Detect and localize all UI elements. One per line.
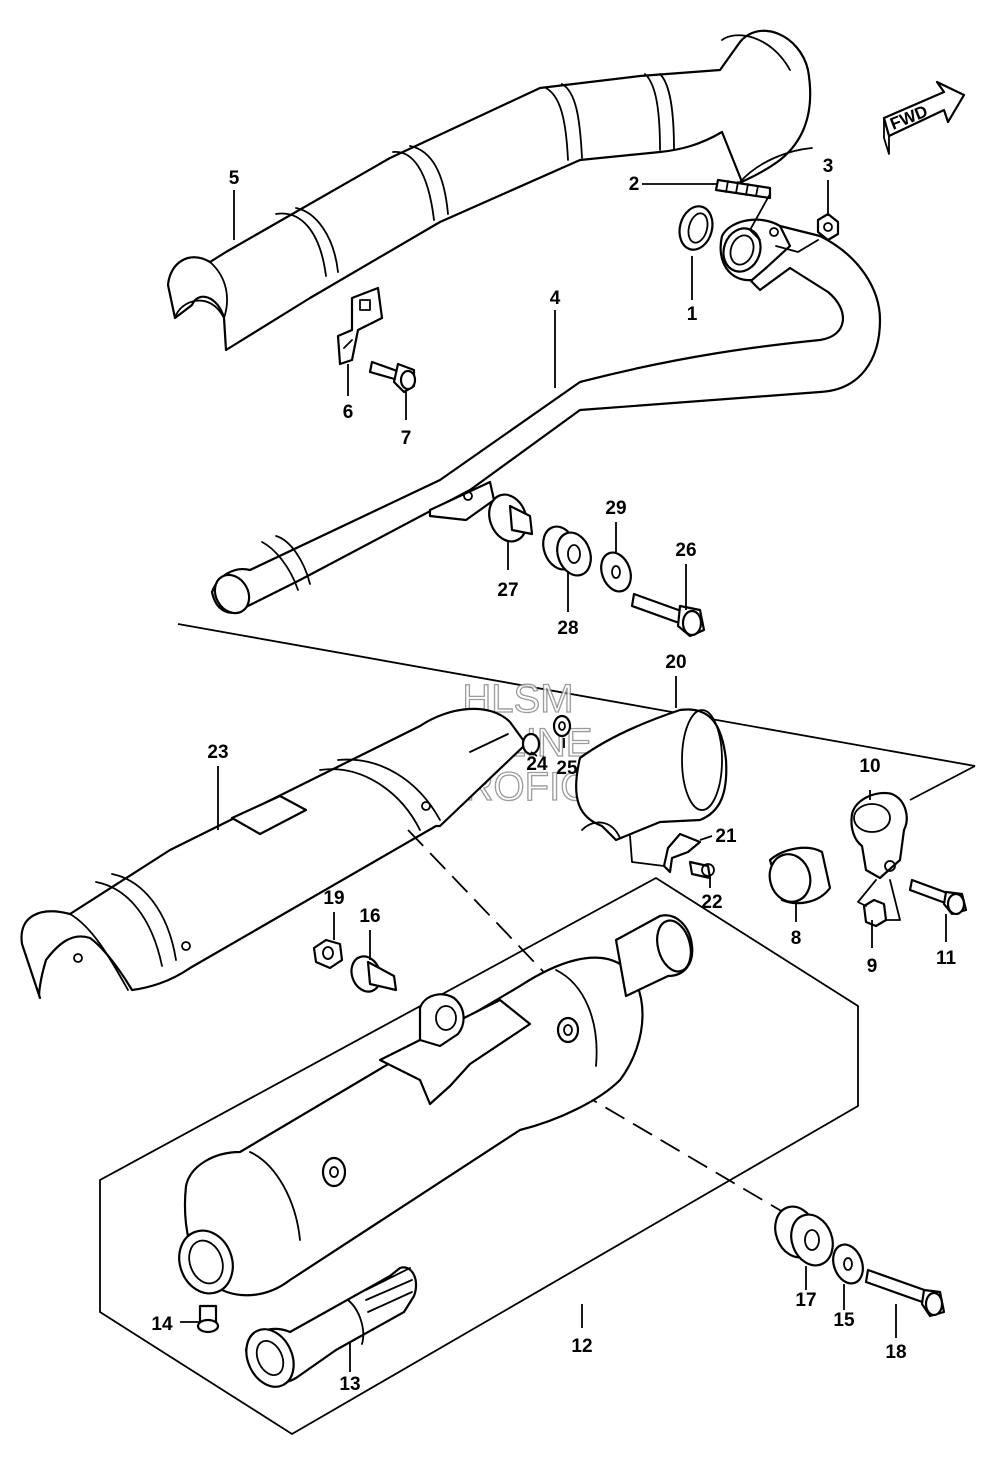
callout-14: 14	[151, 1314, 173, 1335]
callout-8: 8	[791, 928, 802, 949]
callout-10: 10	[859, 756, 880, 777]
callout-9: 9	[867, 956, 878, 977]
bolt-26	[630, 592, 706, 638]
callout-21: 21	[715, 826, 737, 847]
callout-16: 16	[359, 906, 380, 927]
callout-24: 24	[526, 754, 548, 775]
nut-25	[552, 714, 572, 738]
stud-bolt-2	[714, 178, 772, 241]
heat-shield-upper	[166, 29, 813, 352]
collar-16	[350, 955, 398, 993]
bushing-8	[768, 846, 832, 905]
screw-14	[196, 1304, 220, 1334]
clamp-10	[850, 791, 908, 880]
spacer-9	[857, 879, 901, 928]
muffler-12	[178, 914, 694, 1297]
callout-3: 3	[823, 156, 834, 177]
grommet-17	[774, 1205, 834, 1267]
bolt-11	[908, 878, 968, 916]
clip-21	[629, 832, 702, 874]
callout-19: 19	[323, 888, 344, 909]
fwd-arrow-icon: FWD	[882, 80, 966, 155]
callout-25: 25	[556, 758, 578, 779]
nut-19	[312, 938, 344, 970]
callout-7: 7	[401, 428, 412, 449]
callout-5: 5	[229, 168, 240, 189]
callout-13: 13	[339, 1374, 360, 1395]
bolt-18	[864, 1268, 946, 1318]
callout-4: 4	[550, 288, 561, 309]
grommet-28	[542, 525, 592, 577]
callout-1: 1	[687, 304, 698, 325]
collar-27	[488, 493, 534, 543]
screw-24	[521, 732, 541, 756]
mounting-bracket	[336, 286, 384, 366]
callout-29: 29	[605, 498, 626, 519]
callout-20: 20	[665, 652, 686, 673]
heat-shield-lower	[20, 707, 528, 1000]
fwd-label: FWD	[887, 102, 930, 134]
callout-27: 27	[497, 580, 518, 601]
washer-29	[600, 551, 632, 593]
callout-2: 2	[629, 174, 640, 195]
spark-arrestor-13	[244, 1266, 418, 1388]
watermark-line-1: HLSM	[462, 677, 573, 721]
callout-6: 6	[343, 402, 354, 423]
washer-15	[832, 1243, 864, 1285]
exhaust-pipe	[210, 224, 882, 615]
callout-26: 26	[675, 540, 696, 561]
callout-22: 22	[701, 892, 722, 913]
gasket-1	[678, 205, 714, 251]
callout-23: 23	[207, 742, 228, 763]
connector-cover-20	[575, 708, 728, 842]
callout-11: 11	[936, 948, 957, 969]
bolt-7	[368, 360, 417, 394]
leader-lines	[180, 180, 947, 1372]
callout-17: 17	[795, 1290, 816, 1311]
callout-12: 12	[571, 1336, 592, 1357]
callout-18: 18	[885, 1342, 906, 1363]
callout-28: 28	[557, 618, 578, 639]
callout-labels: 1 2 3 4 5 6 7 8 9 10 11 12 13 14 15 16 1…	[151, 156, 956, 1395]
callout-15: 15	[833, 1310, 855, 1331]
